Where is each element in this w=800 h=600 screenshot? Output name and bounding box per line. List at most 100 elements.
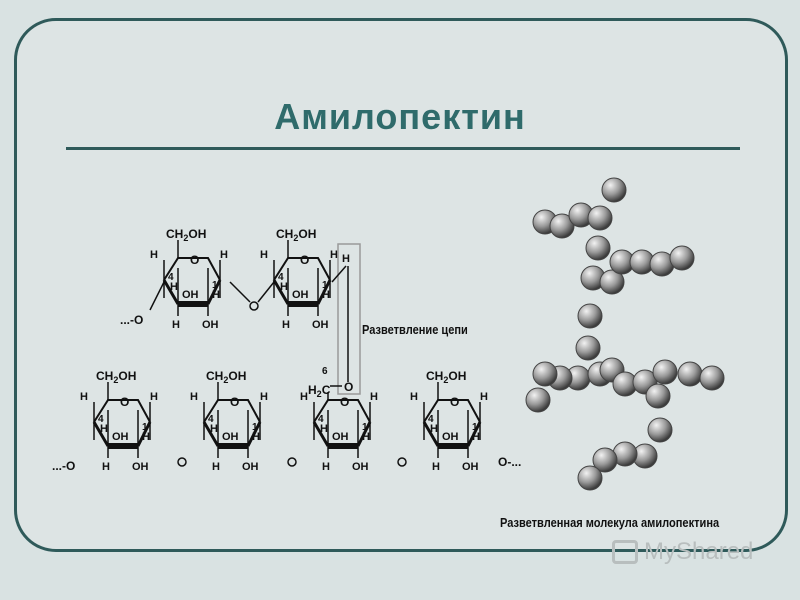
carbon-number-label: 4 bbox=[208, 414, 214, 425]
chain-end-label: O-... bbox=[498, 455, 521, 469]
glucose-sphere bbox=[577, 303, 603, 329]
carbon-number-label: 1 bbox=[322, 280, 328, 291]
h-label: H bbox=[370, 391, 378, 403]
h-label: H bbox=[212, 289, 220, 301]
oh-label: OH bbox=[312, 319, 329, 331]
glucose-sphere bbox=[645, 383, 671, 409]
ch2oh-label: CH2OH bbox=[426, 369, 466, 385]
carbon-number-label: 1 bbox=[252, 422, 258, 433]
glycosidic-oxygen bbox=[249, 301, 259, 311]
glucose-sphere bbox=[677, 361, 703, 387]
branching-label: Разветвление цепи bbox=[362, 322, 468, 337]
slide-frame bbox=[14, 18, 788, 552]
carbon-number-label: 1 bbox=[212, 280, 218, 291]
h-label: H bbox=[342, 253, 350, 265]
glucose-sphere bbox=[532, 361, 558, 387]
h-label: H bbox=[472, 431, 480, 443]
ring-oxygen-label: O bbox=[190, 253, 199, 267]
oh-label: OH bbox=[462, 461, 479, 473]
glucose-sphere bbox=[647, 417, 673, 443]
glucose-sphere bbox=[652, 359, 678, 385]
h-label: H bbox=[260, 391, 268, 403]
page-title: Амилопектин bbox=[274, 96, 526, 137]
h-label: H bbox=[170, 281, 178, 293]
oh-label: OH bbox=[292, 289, 309, 301]
glucose-sphere bbox=[587, 205, 613, 231]
h-label: H bbox=[150, 391, 158, 403]
carbon-number-label: 4 bbox=[168, 272, 174, 283]
h-label: H bbox=[432, 461, 440, 473]
h-label: H bbox=[480, 391, 488, 403]
glucose-sphere bbox=[575, 335, 601, 361]
glycosidic-oxygen bbox=[177, 457, 187, 467]
title-divider bbox=[66, 147, 740, 150]
h-label: H bbox=[362, 431, 370, 443]
oh-label: OH bbox=[352, 461, 369, 473]
oh-label: OH bbox=[442, 431, 459, 443]
ring-oxygen-label: O bbox=[340, 395, 349, 409]
h-label: H bbox=[252, 431, 260, 443]
h-label: H bbox=[430, 423, 438, 435]
glucose-ring: CH2OH bbox=[422, 369, 482, 458]
ring-oxygen-label: O bbox=[230, 395, 239, 409]
branched-molecule-spheres bbox=[525, 177, 725, 491]
oh-label: OH bbox=[182, 289, 199, 301]
oh-label: OH bbox=[132, 461, 149, 473]
glucose-sphere bbox=[669, 245, 695, 271]
glucose-sphere bbox=[592, 447, 618, 473]
glycosidic-oxygen bbox=[397, 457, 407, 467]
h-label: H bbox=[300, 391, 308, 403]
ring-oxygen-label: O bbox=[120, 395, 129, 409]
h-label: H bbox=[280, 281, 288, 293]
h-label: H bbox=[322, 461, 330, 473]
glucose-ring: CH2OH bbox=[202, 369, 262, 458]
h-label: H bbox=[142, 431, 150, 443]
glucose-sphere bbox=[577, 465, 603, 491]
carbon-number-label: 6 bbox=[322, 366, 328, 377]
oh-label: OH bbox=[202, 319, 219, 331]
h-label: H bbox=[100, 423, 108, 435]
watermark-text: MyShared bbox=[644, 538, 754, 565]
carbon-number-label: 4 bbox=[98, 414, 104, 425]
h-label: H bbox=[320, 423, 328, 435]
h2c-label: H2C bbox=[308, 383, 331, 399]
oh-label: OH bbox=[112, 431, 129, 443]
glucose-ring bbox=[312, 399, 372, 458]
h-label: H bbox=[282, 319, 290, 331]
carbon-number-label: 4 bbox=[278, 272, 284, 283]
carbon-number-label: 1 bbox=[142, 422, 148, 433]
ch2oh-label: CH2OH bbox=[96, 369, 136, 385]
carbon-number-label: 1 bbox=[362, 422, 368, 433]
h-label: H bbox=[330, 249, 338, 261]
h-label: H bbox=[322, 289, 330, 301]
ch2oh-label: CH2OH bbox=[276, 227, 316, 243]
h-label: H bbox=[172, 319, 180, 331]
h-label: H bbox=[102, 461, 110, 473]
carbon-number-label: 4 bbox=[428, 414, 434, 425]
watermark-icon bbox=[612, 540, 638, 564]
glucose-sphere bbox=[599, 269, 625, 295]
branch-oxygen-label: O bbox=[344, 380, 353, 394]
glucose-sphere bbox=[549, 213, 575, 239]
h-label: H bbox=[260, 249, 268, 261]
branch-highlight bbox=[337, 243, 361, 395]
h-label: H bbox=[80, 391, 88, 403]
h-label: H bbox=[410, 391, 418, 403]
h-label: H bbox=[190, 391, 198, 403]
glycosidic-oxygen bbox=[287, 457, 297, 467]
ch2oh-label: CH2OH bbox=[166, 227, 206, 243]
oh-label: OH bbox=[332, 431, 349, 443]
h-label: H bbox=[220, 249, 228, 261]
carbon-number-label: 4 bbox=[318, 414, 324, 425]
h-label: H bbox=[150, 249, 158, 261]
ring-oxygen-label: O bbox=[450, 395, 459, 409]
h-label: H bbox=[210, 423, 218, 435]
branched-molecule-label: Разветвленная молекула амилопектина bbox=[500, 515, 720, 530]
ring-oxygen-label: O bbox=[300, 253, 309, 267]
watermark: MyShared bbox=[608, 538, 753, 566]
glucose-sphere bbox=[699, 365, 725, 391]
glucose-sphere bbox=[525, 387, 551, 413]
chain-end-label: ...-O bbox=[52, 459, 75, 473]
